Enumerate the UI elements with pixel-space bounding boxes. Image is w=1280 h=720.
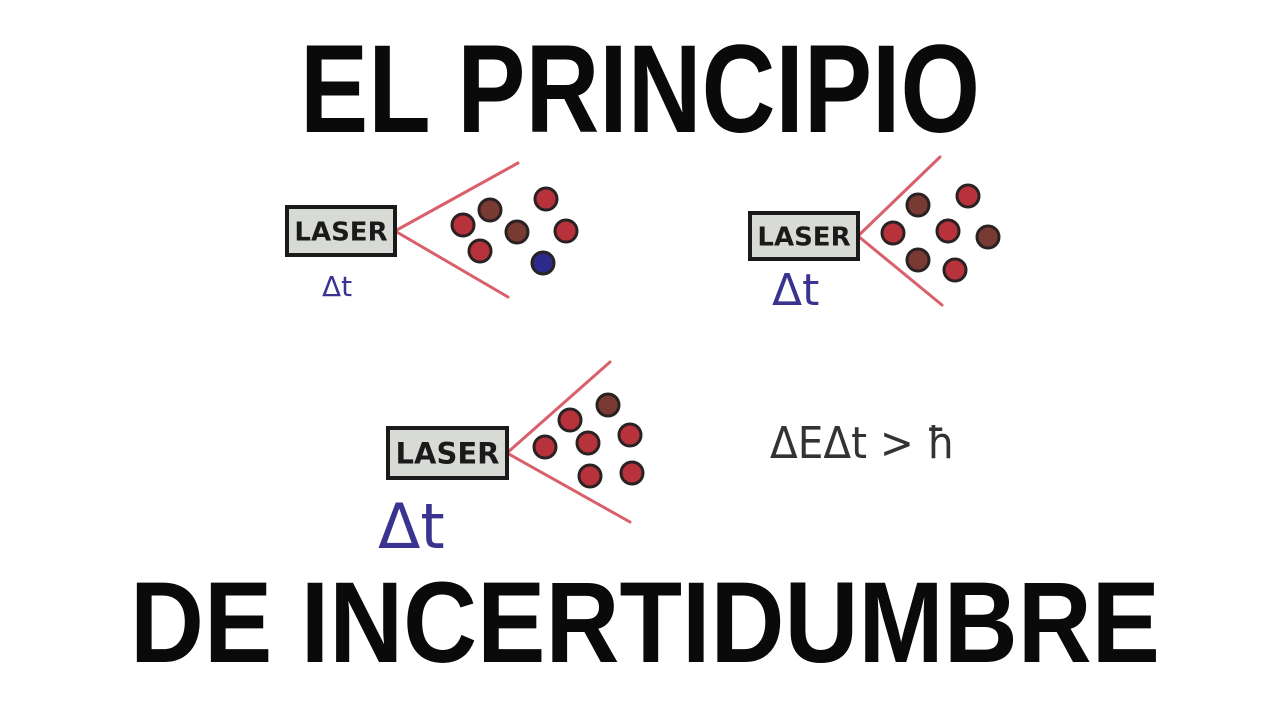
particle-dot <box>553 218 579 244</box>
particle-dot <box>530 250 556 276</box>
particle-dot <box>477 197 503 223</box>
particle-dot <box>595 392 621 418</box>
beam-line-lower <box>505 451 632 524</box>
delta-t-label: Δt <box>772 265 819 316</box>
beam-line-upper <box>393 161 520 233</box>
particle-dot <box>975 224 1001 250</box>
delta-t-label: Δt <box>378 490 445 563</box>
laser-label: LASER <box>757 222 850 252</box>
particle-dot <box>533 186 559 212</box>
particle-dot <box>935 218 961 244</box>
particle-dot <box>942 257 968 283</box>
particle-dot <box>577 463 603 489</box>
laser-box <box>285 205 397 257</box>
delta-t-label: Δt <box>322 270 352 303</box>
laser-label: LASER <box>396 436 500 470</box>
beam-line-upper <box>856 155 942 238</box>
particle-dot <box>905 192 931 218</box>
uncertainty-equation: ΔEΔt > ħ <box>770 418 955 469</box>
beam-line-upper <box>505 360 612 455</box>
title-top: EL PRINCIPIO <box>300 20 980 159</box>
laser-panel-2: LASER Δt <box>748 155 1001 316</box>
particle-dot <box>955 183 981 209</box>
particle-dot <box>905 247 931 273</box>
beam-line-lower <box>856 234 944 307</box>
particle-dot <box>619 460 645 486</box>
particle-dot <box>450 212 476 238</box>
title-bottom: DE INCERTIDUMBRE <box>130 559 1160 687</box>
laser-box <box>386 426 509 480</box>
particle-dot <box>617 422 643 448</box>
laser-panel-1: LASER Δt <box>285 161 579 303</box>
laser-label: LASER <box>294 217 387 247</box>
particle-dot <box>532 434 558 460</box>
laser-panel-3: LASER Δt <box>378 360 645 563</box>
particle-dot <box>575 430 601 456</box>
laser-box <box>748 211 860 261</box>
beam-line-lower <box>393 229 510 299</box>
particle-dot <box>880 220 906 246</box>
particle-dot <box>504 219 530 245</box>
particle-dot <box>467 238 493 264</box>
particle-dot <box>557 407 583 433</box>
